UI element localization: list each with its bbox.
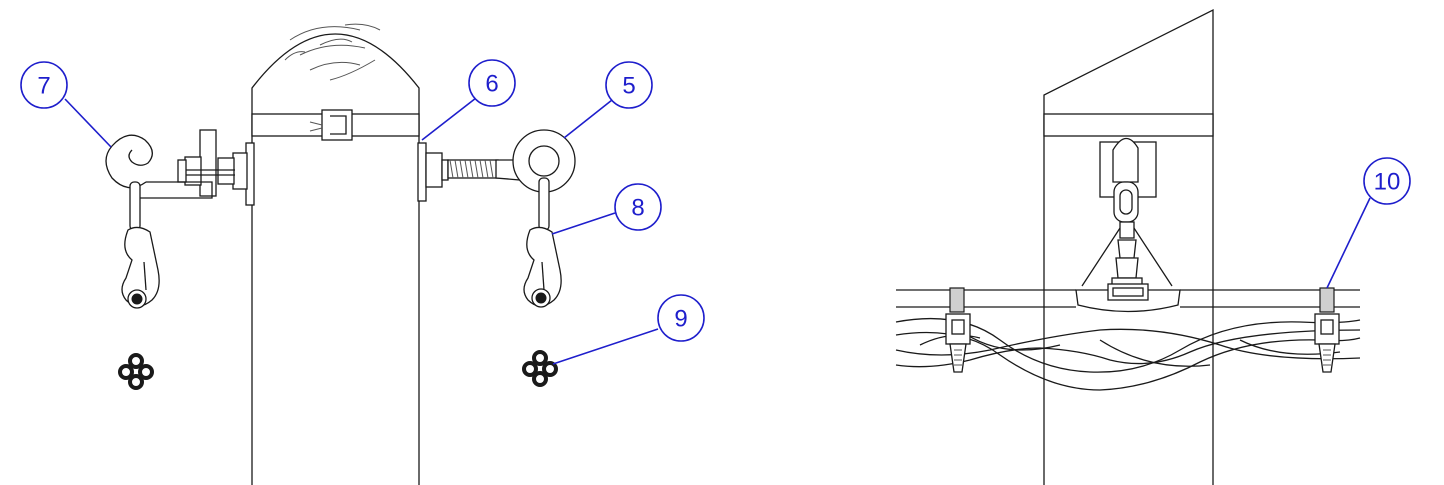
pole-top-grain	[284, 23, 381, 81]
callout-label-7: 7	[37, 73, 50, 100]
callout-label-8: 8	[631, 195, 644, 222]
callout-label-6: 6	[485, 71, 498, 98]
right-pole-assembly	[895, 8, 1361, 485]
callout-circle-10	[1363, 157, 1411, 205]
callout-leader-5	[563, 99, 613, 139]
cable-tie-right	[1314, 287, 1340, 373]
callout-label-9: 9	[674, 306, 687, 333]
callout-circle-8	[614, 183, 662, 231]
callout-circle-9	[657, 294, 705, 342]
eye-bolt-assembly-left	[105, 129, 255, 309]
callout-circle-7	[20, 61, 68, 109]
callout-leader-7	[64, 98, 112, 148]
band-buckle	[309, 109, 353, 141]
callout-circle-5	[605, 61, 653, 109]
pigtail-hook-left	[105, 134, 153, 189]
cable-tie-left	[945, 287, 971, 373]
messenger-wire	[896, 289, 1360, 308]
bracket-plate-left	[199, 129, 217, 197]
pole-left	[251, 33, 420, 485]
callout-label-5: 5	[622, 73, 635, 100]
washers-right	[522, 350, 558, 387]
callouts: 7 6 5 8 9 10	[20, 59, 1411, 365]
eye-bolt-assembly-right	[417, 129, 576, 308]
left-pole-assembly	[105, 23, 576, 485]
washers-left	[118, 353, 154, 390]
steel-band-right	[1043, 113, 1214, 137]
callout-leader-6	[421, 97, 477, 141]
callout-circle-6	[468, 59, 516, 107]
callout-leader-10	[1326, 197, 1371, 289]
suspension-clamp	[1075, 289, 1181, 313]
callout-leader-8	[551, 212, 616, 235]
callout-leader-9	[552, 328, 659, 365]
callout-label-10: 10	[1374, 169, 1401, 196]
